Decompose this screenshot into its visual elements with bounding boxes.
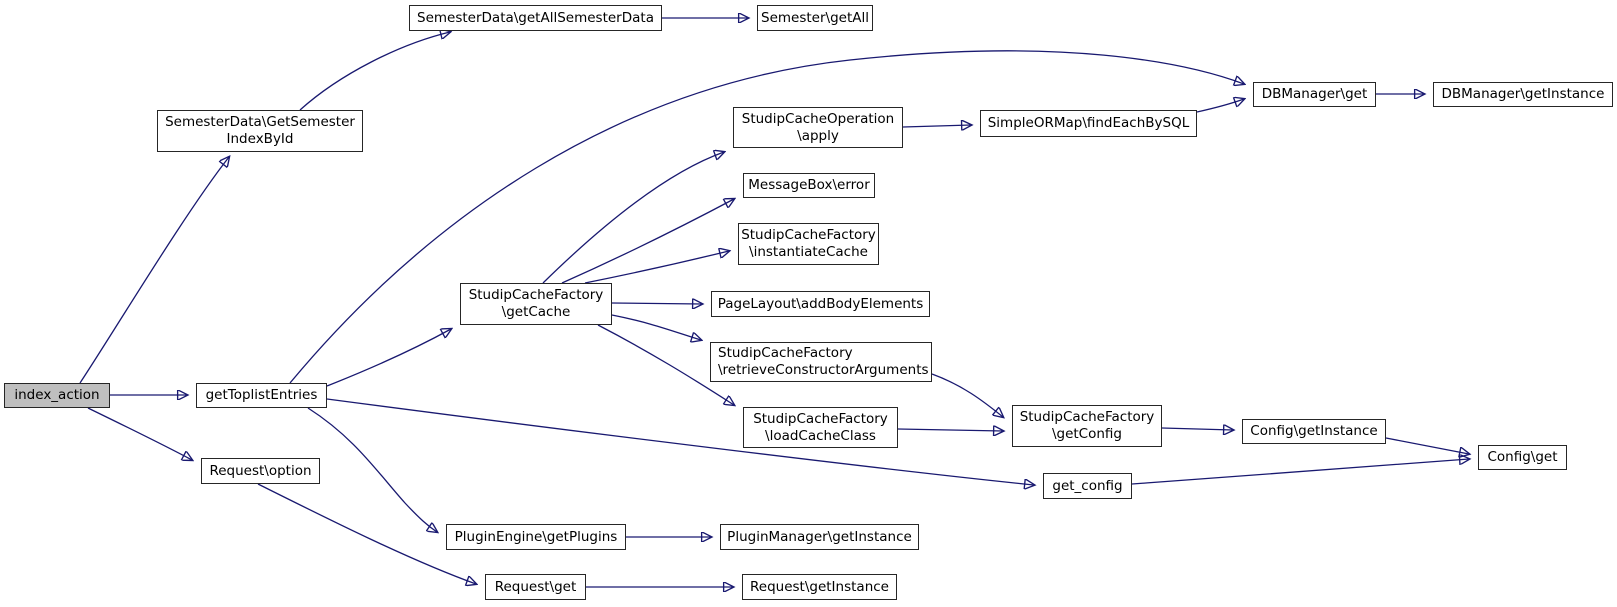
node-request-option[interactable]: Request\option xyxy=(201,458,320,484)
edge-retrieveConstructorArguments-getConfig xyxy=(931,373,1003,417)
node-label: Semester\getAll xyxy=(761,9,869,26)
node-label: PluginEngine\getPlugins xyxy=(454,528,618,545)
node-semester-getall[interactable]: Semester\getAll xyxy=(757,5,873,31)
edge-getCache-loadCacheClass xyxy=(597,324,734,405)
edge-getToplistEntries-getCache xyxy=(326,329,451,387)
edge-getCache-MessageBox-error xyxy=(561,199,734,284)
node-label: Config\get xyxy=(1487,449,1558,465)
node-label: get_config xyxy=(1052,477,1123,494)
node-label: StudipCacheFactory \getCache xyxy=(468,287,604,320)
node-label: StudipCacheFactory \getConfig xyxy=(1019,409,1155,442)
edge-apply-findEachBySQL xyxy=(902,125,971,127)
node-label: SemesterData\GetSemester IndexById xyxy=(165,114,355,147)
node-pagelayout-addbodyelements[interactable]: PageLayout\addBodyElements xyxy=(711,291,930,317)
node-gettoplistentries[interactable]: getToplistEntries xyxy=(196,383,327,408)
node-label: Request\option xyxy=(209,462,312,479)
edge-Request-option-Request-get xyxy=(257,483,476,584)
node-label: index_action xyxy=(14,387,100,403)
node-label: StudipCacheFactory \retrieveConstructorA… xyxy=(718,345,929,378)
edge-index_action-Request-option xyxy=(87,407,192,460)
node-studipcachefactory-getconfig[interactable]: StudipCacheFactory \getConfig xyxy=(1012,405,1162,447)
node-label: MessageBox\error xyxy=(748,177,870,193)
node-studipcachefactory-loadcacheclass[interactable]: StudipCacheFactory \loadCacheClass xyxy=(743,407,898,448)
node-messagebox-error[interactable]: MessageBox\error xyxy=(743,173,875,198)
node-label: Config\getInstance xyxy=(1250,423,1378,439)
node-config-getinstance[interactable]: Config\getInstance xyxy=(1242,419,1386,444)
node-config-get[interactable]: Config\get xyxy=(1478,445,1567,470)
node-studipcacheoperation-apply[interactable]: StudipCacheOperation \apply xyxy=(733,107,903,148)
node-label: PageLayout\addBodyElements xyxy=(717,295,924,312)
node-dbmanager-get[interactable]: DBManager\get xyxy=(1253,82,1376,107)
node-studipcachefactory-retrieveconstructorarguments[interactable]: StudipCacheFactory \retrieveConstructorA… xyxy=(710,342,932,382)
node-request-get[interactable]: Request\get xyxy=(485,574,586,600)
node-label: StudipCacheFactory \instantiateCache xyxy=(741,227,876,260)
node-label: Request\get xyxy=(494,578,577,595)
edge-getToplistEntries-DBManager-get xyxy=(289,50,1244,384)
edge-Config-getInstance-Config-get xyxy=(1385,437,1469,454)
node-label: getToplistEntries xyxy=(205,387,318,403)
node-semesterdata-getallsemesterdata[interactable]: SemesterData\getAllSemesterData xyxy=(409,5,662,31)
node-semesterdata-getsemesterindexbyid[interactable]: SemesterData\GetSemester IndexById xyxy=(157,110,363,152)
edge-getConfig-Config-getInstance xyxy=(1161,428,1233,430)
edge-get_config-Config-get xyxy=(1131,459,1469,485)
edge-getCache-retrieveConstructorArguments xyxy=(611,314,701,340)
node-label: DBManager\getInstance xyxy=(1441,86,1605,102)
node-label: StudipCacheOperation \apply xyxy=(741,110,895,144)
edge-getCache-addBodyElements xyxy=(611,303,702,304)
node-index-action[interactable]: index_action xyxy=(4,383,110,408)
node-dbmanager-getinstance[interactable]: DBManager\getInstance xyxy=(1433,82,1613,107)
node-label: PluginManager\getInstance xyxy=(727,528,912,545)
node-label: SemesterData\getAllSemesterData xyxy=(417,9,654,26)
node-label: StudipCacheFactory \loadCacheClass xyxy=(753,410,888,444)
node-pluginengine-getplugins[interactable]: PluginEngine\getPlugins xyxy=(446,524,626,550)
node-studipcachefactory-getcache[interactable]: StudipCacheFactory \getCache xyxy=(460,283,612,325)
edge-getCache-apply xyxy=(542,152,724,284)
node-studipcachefactory-instantiatecache[interactable]: StudipCacheFactory \instantiateCache xyxy=(738,223,879,265)
node-label: SimpleORMap\findEachBySQL xyxy=(987,115,1190,131)
edge-findEachBySQL-DBManager-get xyxy=(1196,99,1244,113)
node-simpleormap-findeachbysql[interactable]: SimpleORMap\findEachBySQL xyxy=(980,110,1197,137)
node-request-getinstance[interactable]: Request\getInstance xyxy=(742,574,897,600)
node-label: DBManager\get xyxy=(1261,86,1368,102)
edge-GetSemesterIndexById-getAllSemesterData xyxy=(299,32,450,111)
node-pluginmanager-getinstance[interactable]: PluginManager\getInstance xyxy=(720,524,919,550)
node-get-config[interactable]: get_config xyxy=(1043,473,1132,499)
node-label: Request\getInstance xyxy=(750,578,889,595)
edge-index_action-GetSemesterIndexById xyxy=(79,157,229,384)
edge-getCache-instantiateCache xyxy=(584,251,729,284)
edge-loadCacheClass-getConfig xyxy=(897,429,1003,431)
edge-getToplistEntries-getPlugins xyxy=(307,407,437,532)
edge-getToplistEntries-get_config xyxy=(326,398,1034,485)
